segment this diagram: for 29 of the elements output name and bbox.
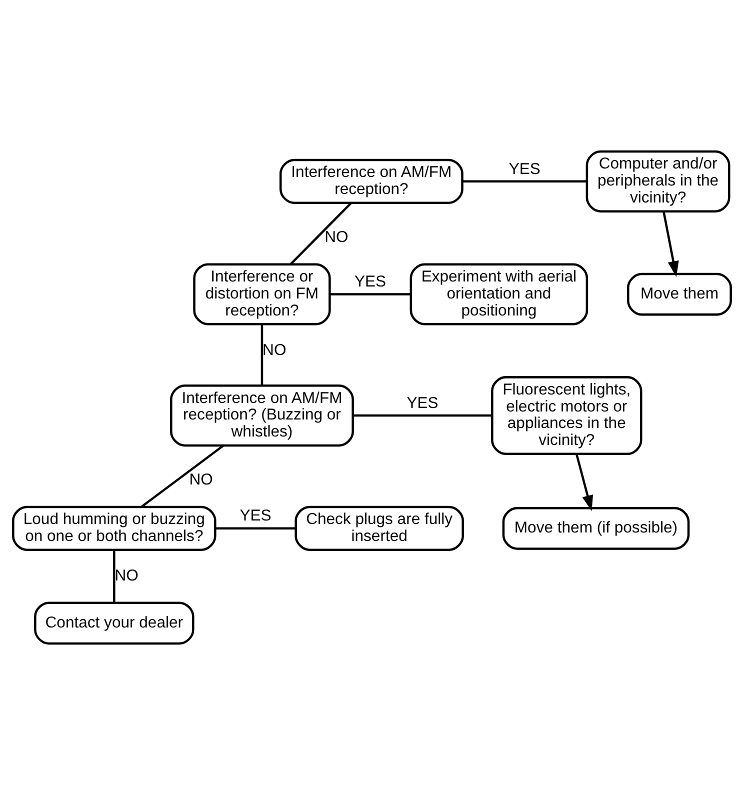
- edge-label: YES: [354, 274, 386, 291]
- node-box: Move them: [627, 272, 732, 316]
- connector: [462, 180, 587, 183]
- arrow: [662, 211, 679, 278]
- edge-label: NO: [262, 342, 286, 359]
- node-box: Fluorescent lights, electric motors or appliances in the vicinity?: [491, 376, 642, 456]
- node-box: Interference on AM/FM reception? (Buzzing or whistles): [170, 384, 354, 447]
- edge-label: NO: [324, 229, 348, 246]
- node-box: Check plugs are fully inserted: [294, 506, 464, 551]
- edge-label: NO: [114, 568, 138, 585]
- node-box: Move them (if possible): [502, 506, 690, 550]
- connector: [140, 444, 224, 508]
- arrow: [575, 454, 594, 512]
- node-box: Computer and/or peripherals in the vicinity?: [586, 150, 730, 212]
- connector: [113, 550, 116, 603]
- node-box: Interference or distortion on FM reception?: [193, 263, 331, 326]
- connector: [352, 414, 492, 417]
- node-box: Experiment with aerial orientation and positioning: [410, 263, 588, 326]
- edge-label: YES: [240, 508, 272, 525]
- node-box: Contact your dealer: [34, 602, 194, 645]
- connector: [290, 202, 352, 265]
- node-box: Loud humming or buzzing on one or both channels?: [12, 506, 216, 551]
- connector: [215, 527, 296, 530]
- edge-label: YES: [508, 160, 540, 178]
- edge-label: YES: [406, 394, 438, 412]
- connector: [330, 293, 411, 296]
- edge-label: NO: [189, 472, 213, 489]
- node-box: Interference on AM/FM reception?: [279, 158, 464, 204]
- connector: [260, 324, 264, 386]
